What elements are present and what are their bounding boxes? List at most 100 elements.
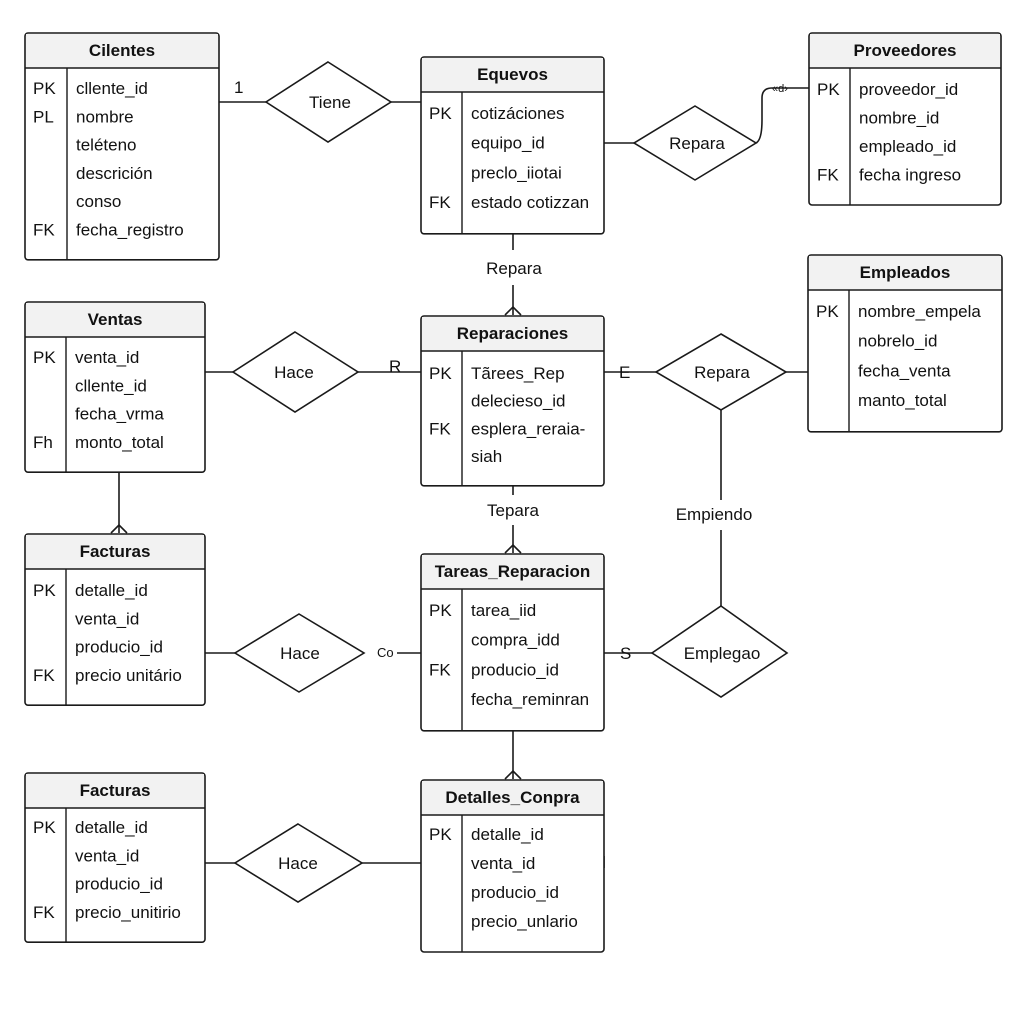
relationship-hace-ventas[interactable]: Hace xyxy=(231,331,360,413)
attribute-name: producio_id xyxy=(471,660,559,679)
entity-box[interactable] xyxy=(24,32,220,261)
attribute-name: fecha_venta xyxy=(858,361,951,380)
entity-box[interactable] xyxy=(420,315,605,487)
attribute-name: producio_id xyxy=(75,875,163,894)
entity-box[interactable] xyxy=(24,772,206,943)
entity-title: Equevos xyxy=(477,65,548,84)
attribute-name: siah xyxy=(471,447,502,466)
entity-header xyxy=(422,58,603,92)
relationship-hace-facturas[interactable]: Hace xyxy=(233,613,366,693)
attribute-name: fecha_reminran xyxy=(471,690,589,709)
attribute-name: nombre_id xyxy=(859,109,939,128)
attribute-key: FK xyxy=(429,193,451,212)
entity-box[interactable] xyxy=(420,779,605,953)
relationships: Tiene Repara Repara Hace Hace Emplegao H… xyxy=(231,61,789,903)
entity-box[interactable] xyxy=(420,553,605,732)
relationship-diamond[interactable] xyxy=(632,105,758,181)
relationship-diamond[interactable] xyxy=(233,823,364,903)
attribute-key: FK xyxy=(33,903,55,922)
relationship-label: Hace xyxy=(274,363,314,382)
relationship-diamond[interactable] xyxy=(264,61,393,143)
connector-label-tepara: Tepara xyxy=(487,501,540,520)
attribute-name: estado cotizzan xyxy=(471,193,589,212)
attribute-key: Fh xyxy=(33,433,53,452)
attribute-key: PK xyxy=(33,581,56,600)
entity-header xyxy=(26,535,204,569)
attribute-key: FK xyxy=(33,221,55,240)
entity-header xyxy=(422,317,603,351)
connector-labels: 1 Repara R E Tepara Empiendo Co S «d› xyxy=(234,78,788,663)
entity-title: Ventas xyxy=(88,310,143,329)
attribute-key: PL xyxy=(33,107,54,126)
attribute-name: nombre_empela xyxy=(858,302,981,321)
cardinality-label-1: 1 xyxy=(234,78,243,97)
cardinality-label-r: R xyxy=(389,357,401,376)
attribute-name: cllente_id xyxy=(75,376,147,395)
relationship-diamond[interactable] xyxy=(231,331,360,413)
attribute-name: manto_total xyxy=(858,391,947,410)
attribute-key: PK xyxy=(33,348,56,367)
entity-title: Facturas xyxy=(80,781,151,800)
attribute-name: proveedor_id xyxy=(859,80,958,99)
connector-label-repara: Repara xyxy=(486,259,542,278)
attribute-key: PK xyxy=(816,302,839,321)
relationship-repara-top[interactable]: Repara xyxy=(632,105,758,181)
cardinality-label-co: Co xyxy=(377,645,394,660)
attribute-key: PK xyxy=(429,104,452,123)
attribute-name: precio_unitirio xyxy=(75,903,181,922)
attribute-name: venta_id xyxy=(75,609,139,628)
entity-title: Proveedores xyxy=(854,41,957,60)
relationship-label: Hace xyxy=(280,644,320,663)
attribute-name: teléteno xyxy=(76,136,137,155)
relationship-diamond[interactable] xyxy=(654,333,788,411)
attribute-name: tarea_iid xyxy=(471,601,536,620)
entity-title: Cilentes xyxy=(89,41,155,60)
attribute-name: empleado_id xyxy=(859,137,956,156)
attribute-name: detalle_id xyxy=(75,818,148,837)
entity-box[interactable] xyxy=(808,32,1002,206)
connector-label-empiendo: Empiendo xyxy=(676,505,753,524)
attribute-name: precio_unlario xyxy=(471,912,578,931)
entity-title: Reparaciones xyxy=(457,324,569,343)
attribute-name: cllente_id xyxy=(76,79,148,98)
entity-box[interactable] xyxy=(24,301,206,473)
entity-box[interactable] xyxy=(420,56,605,235)
entity-box[interactable] xyxy=(24,533,206,706)
entity-title: Facturas xyxy=(80,542,151,561)
relationship-repara-mid[interactable]: Repara xyxy=(654,333,788,411)
cardinality-label-e: E xyxy=(619,363,630,382)
attribute-key: PK xyxy=(817,80,840,99)
entity-title: Detalles_Conpra xyxy=(445,788,580,807)
cardinality-label-d: «d› xyxy=(772,83,788,95)
attribute-name: venta_id xyxy=(75,348,139,367)
relationship-hace-detalles[interactable]: Hace xyxy=(233,823,364,903)
relationship-diamond[interactable] xyxy=(650,605,789,698)
relationship-label: Repara xyxy=(694,363,750,382)
entity-header xyxy=(422,555,603,589)
relationship-diamond[interactable] xyxy=(233,613,366,693)
attribute-name: Tãrees_Rep xyxy=(471,364,565,383)
relationship-tiene[interactable]: Tiene xyxy=(264,61,393,143)
entity-header xyxy=(422,781,603,815)
entity-header xyxy=(26,303,204,337)
attribute-key: FK xyxy=(429,660,451,679)
attribute-name: preclo_iiotai xyxy=(471,163,562,182)
entity-header xyxy=(810,34,1000,68)
attribute-name: fecha_registro xyxy=(76,221,184,240)
attribute-name: producio_id xyxy=(75,638,163,657)
attribute-key: FK xyxy=(33,666,55,685)
relationship-emplegao[interactable]: Emplegao xyxy=(650,605,789,698)
entity-title: Empleados xyxy=(860,263,951,282)
entity-box[interactable] xyxy=(807,254,1003,433)
